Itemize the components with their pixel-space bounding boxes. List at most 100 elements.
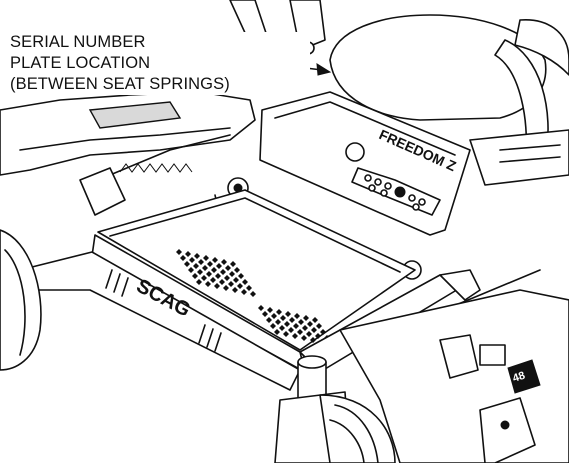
vent-hole [233, 277, 239, 283]
control-lever-handle [514, 19, 569, 76]
seat-pan-hole [345, 142, 365, 162]
deck-lift-knob [439, 334, 479, 379]
left-pivot-bracket [79, 167, 126, 216]
vent-hole [230, 261, 236, 267]
vent-hole [310, 337, 316, 343]
right-rail-bracket [439, 269, 481, 301]
vent-hole [202, 265, 208, 271]
vent-hole [224, 275, 230, 281]
vent-hole [284, 321, 290, 327]
vent-hole [312, 317, 318, 323]
vent-hole [193, 263, 199, 269]
seat-pan-lip [274, 101, 456, 156]
vent-hole [210, 277, 216, 283]
vent-hole [238, 273, 244, 279]
caster-cap [297, 355, 327, 369]
right-fender-ribs [499, 144, 561, 163]
vent-hole [192, 273, 198, 279]
vent-hole [270, 323, 276, 329]
vent-hole [246, 285, 252, 291]
vent-hole [298, 319, 304, 325]
vent-hole [232, 287, 238, 293]
vent-grid-icon [176, 249, 256, 297]
vent-hole [283, 331, 289, 337]
vent-hole [302, 325, 308, 331]
vent-hole [207, 261, 213, 267]
deck-pulley-cover [479, 397, 536, 463]
tray-inner-edge [109, 197, 401, 273]
spring-coils-left [119, 163, 193, 173]
vent-hole [196, 279, 202, 285]
callout-line-2: PLATE LOCATION [10, 54, 151, 72]
hex-bolt-icon [500, 420, 510, 430]
decal-stripes-right [198, 324, 222, 352]
vent-hole [194, 253, 200, 259]
right-fender [469, 129, 569, 186]
vent-hole [262, 311, 268, 317]
vent-hole [212, 257, 218, 263]
vent-hole [266, 317, 272, 323]
seat-spring-left [109, 134, 231, 176]
vent-hole [221, 259, 227, 265]
vent-hole [320, 329, 326, 335]
vent-hole [279, 325, 285, 331]
vent-hole [198, 259, 204, 265]
vent-hole [301, 335, 307, 341]
vent-hole [206, 271, 212, 277]
cluster-buttons [364, 174, 426, 211]
vent-hole [211, 267, 217, 273]
left-front-tire [0, 229, 42, 371]
vent-hole [219, 279, 225, 285]
vent-hole [215, 273, 221, 279]
vent-hole [303, 315, 309, 321]
callout-line-1: SERIAL NUMBER [10, 33, 146, 51]
vent-hole [276, 309, 282, 315]
vent-hole [197, 269, 203, 275]
vent-hole [225, 265, 231, 271]
grated-tray [97, 189, 416, 351]
vent-hole [306, 331, 312, 337]
left-tire-tread [4, 249, 26, 356]
vent-hole [288, 327, 294, 333]
vent-hole [189, 257, 195, 263]
vent-hole [214, 283, 220, 289]
deck-badge: 48 [511, 370, 526, 385]
vent-hole [250, 291, 256, 297]
vent-hole [242, 279, 248, 285]
vent-hole [241, 289, 247, 295]
decal-stripes-left [105, 269, 129, 297]
vent-hole [234, 267, 240, 273]
fender-crease [19, 127, 231, 151]
vent-hole [307, 321, 313, 327]
vent-hole [293, 323, 299, 329]
fender-decal-plate [88, 101, 182, 129]
vent-hole [203, 255, 209, 261]
vent-hole [205, 281, 211, 287]
left-fender-panel [0, 91, 256, 176]
vent-hole [258, 305, 264, 311]
caster-wheel-tread [329, 404, 379, 463]
vent-hole [271, 313, 277, 319]
vent-hole [280, 315, 286, 321]
vent-hole [294, 313, 300, 319]
vent-hole [201, 275, 207, 281]
serial-plate-callout: SERIAL NUMBER PLATE LOCATION (BETWEEN SE… [10, 32, 310, 95]
vent-hole [180, 255, 186, 261]
deck-badge-plate [507, 359, 541, 394]
vent-hole [289, 317, 295, 323]
vent-hole [292, 333, 298, 339]
vent-hole [315, 333, 321, 339]
vent-hole [188, 267, 194, 273]
callout-line-3: (BETWEEN SEAT SPRINGS) [10, 75, 230, 93]
vent-hole [216, 263, 222, 269]
vent-hole [229, 271, 235, 277]
vent-hole [176, 249, 182, 255]
leader-arrow-icon [316, 63, 332, 76]
deck-height-handle [479, 344, 506, 366]
vent-hole [311, 327, 317, 333]
vent-hole [237, 283, 243, 289]
vent-hole [220, 269, 226, 275]
vent-hole [275, 319, 281, 325]
